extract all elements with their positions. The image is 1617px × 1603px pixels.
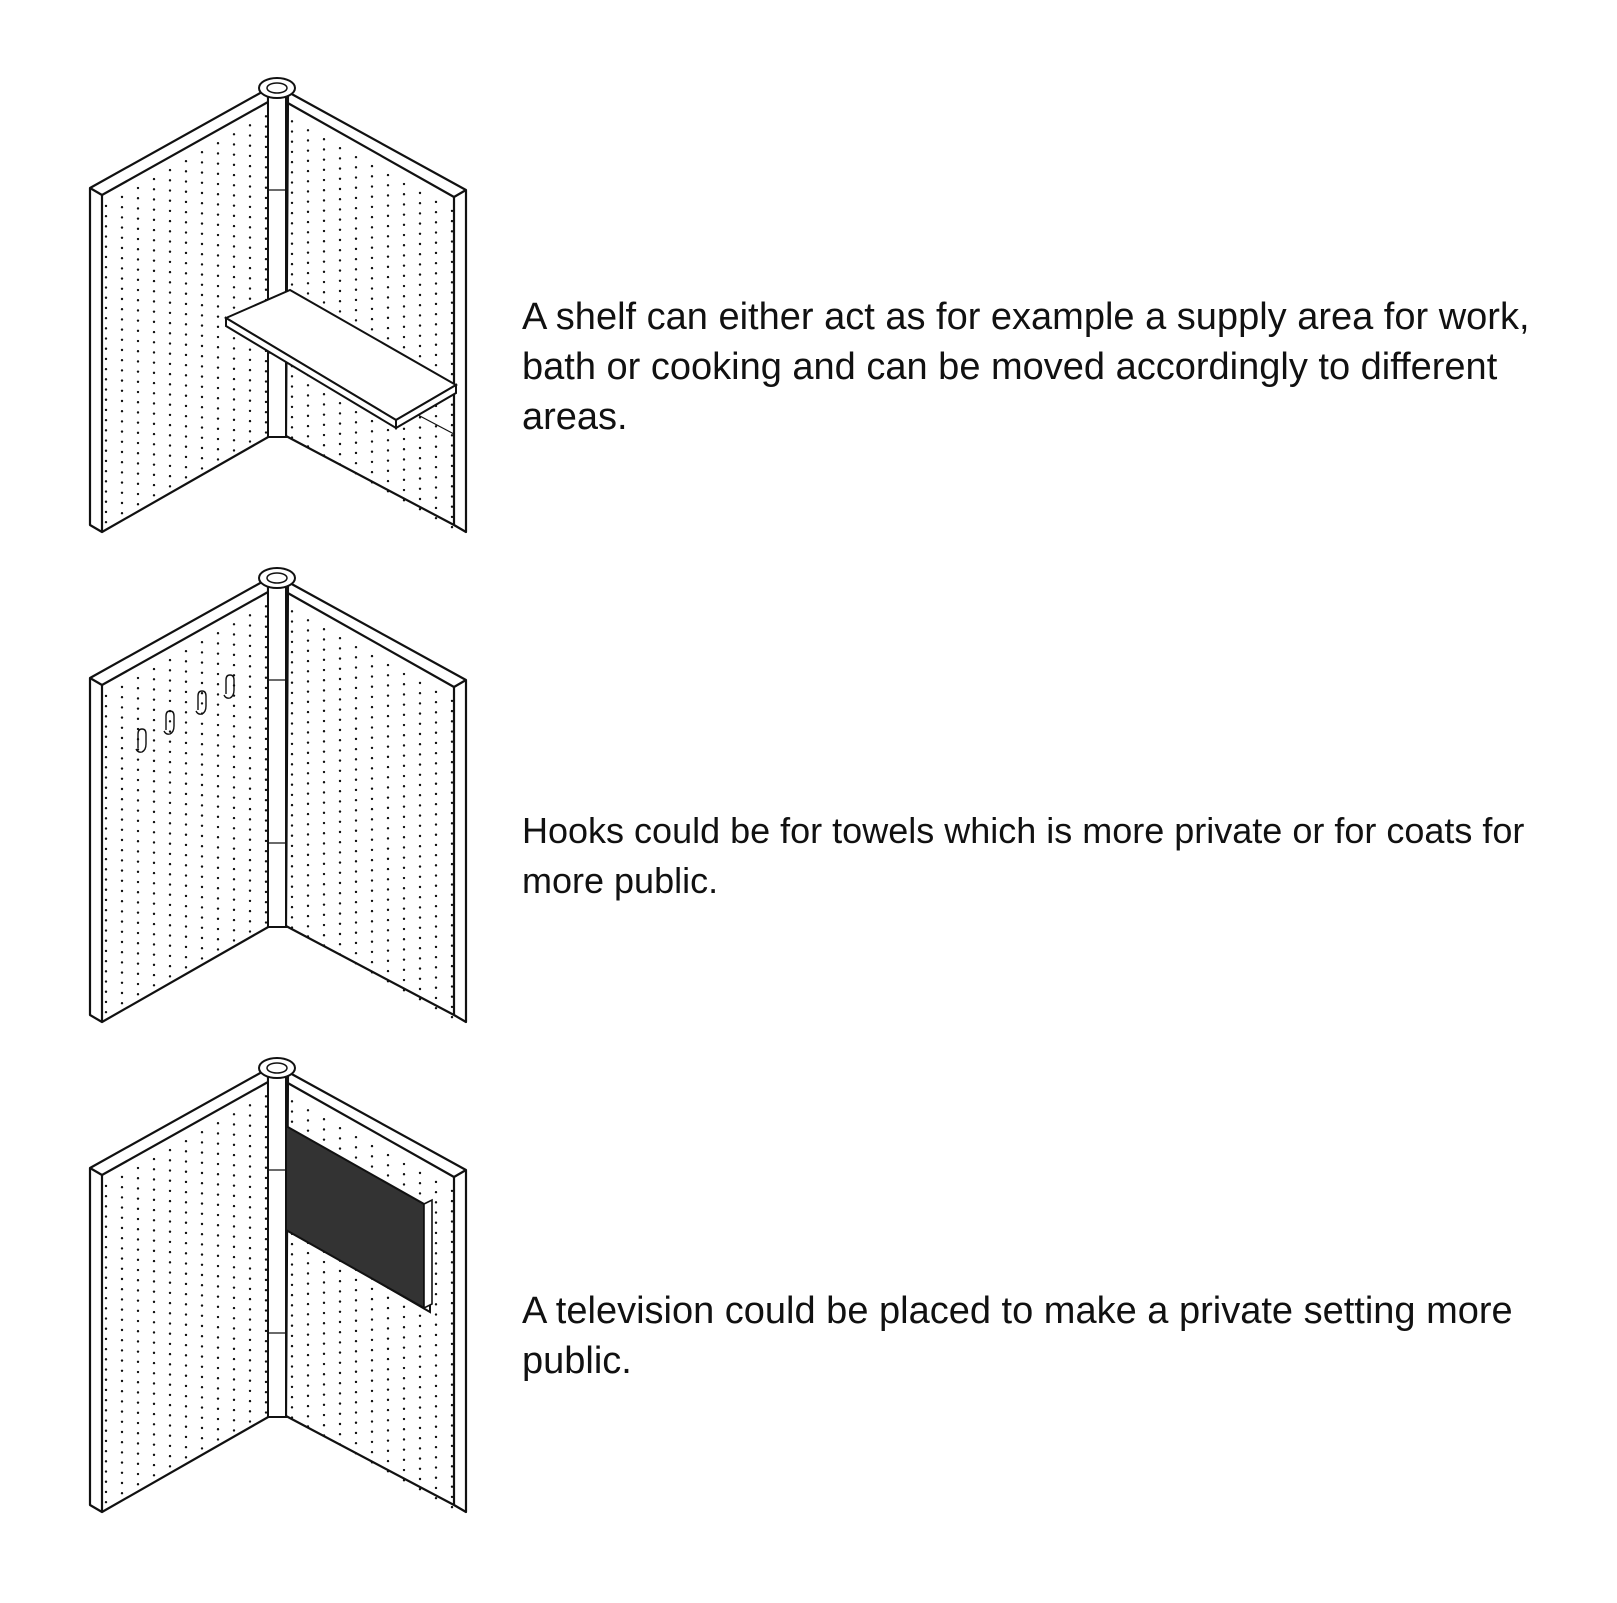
post-cap-hole: [266, 572, 288, 584]
pegboard-holes-left: [104, 605, 268, 1014]
shelf-top: [223, 288, 458, 422]
hook-icon: [163, 710, 175, 735]
right-panel-inner-top: [285, 101, 455, 198]
right-panel-top-edge: [453, 189, 467, 198]
caption-shelf: A shelf can either act as for example a …: [522, 296, 1530, 438]
corner-post: [267, 581, 287, 928]
left-panel-inner-top: [101, 101, 269, 196]
post-cap: [258, 567, 296, 589]
corner-post: [267, 1071, 287, 1418]
left-panel-top-edge: [89, 677, 103, 686]
hook-icon: [135, 728, 147, 753]
right-panel-top-edge: [453, 679, 467, 688]
left-panel-inner-top: [101, 1081, 269, 1176]
tv-screen: [285, 1124, 425, 1310]
pegboard-holes-left: [104, 115, 268, 524]
left-panel-top-edge: [89, 1167, 103, 1176]
hook-icon: [195, 690, 207, 715]
right-panel-top-edge: [453, 1169, 467, 1178]
pegboard-shelf-illustration: [88, 77, 468, 534]
shelf: [223, 288, 458, 435]
right-panel-outline: [284, 580, 468, 1024]
panel-hooks: Hooks could be for towels which is more …: [0, 560, 1617, 1050]
shelf-side: [395, 383, 457, 430]
pegboard-television-illustration: [88, 1057, 468, 1514]
pegboard-holes-left: [104, 1095, 268, 1504]
pegboard-hooks-illustration: [88, 567, 468, 1024]
left-panel-outline: [88, 1070, 272, 1514]
corner-post: [267, 91, 287, 438]
right-panel-inner-top: [285, 1081, 455, 1178]
shelf-bracket: [417, 414, 455, 435]
hooks: [135, 674, 235, 753]
caption-television: A television could be placed to make a p…: [522, 1290, 1513, 1382]
right-panel-inner-top: [285, 591, 455, 688]
tv-side: [423, 1198, 433, 1310]
post-cap-hole: [266, 82, 288, 94]
left-panel-top-edge: [89, 187, 103, 196]
panel-television: A television could be placed to make a p…: [0, 1050, 1617, 1540]
left-panel-outline: [88, 580, 272, 1024]
television: [285, 1124, 433, 1314]
left-panel-inner-top: [101, 591, 269, 686]
post-cap: [258, 77, 296, 99]
post-cap: [258, 1057, 296, 1079]
caption-hooks: Hooks could be for towels which is more …: [522, 810, 1525, 901]
pegboard-holes-right: [290, 610, 454, 1019]
hook-icon: [223, 674, 235, 699]
post-cap-hole: [266, 1062, 288, 1074]
right-panel-outline: [284, 1070, 468, 1514]
panel-shelf: A shelf can either act as for example a …: [0, 70, 1617, 560]
